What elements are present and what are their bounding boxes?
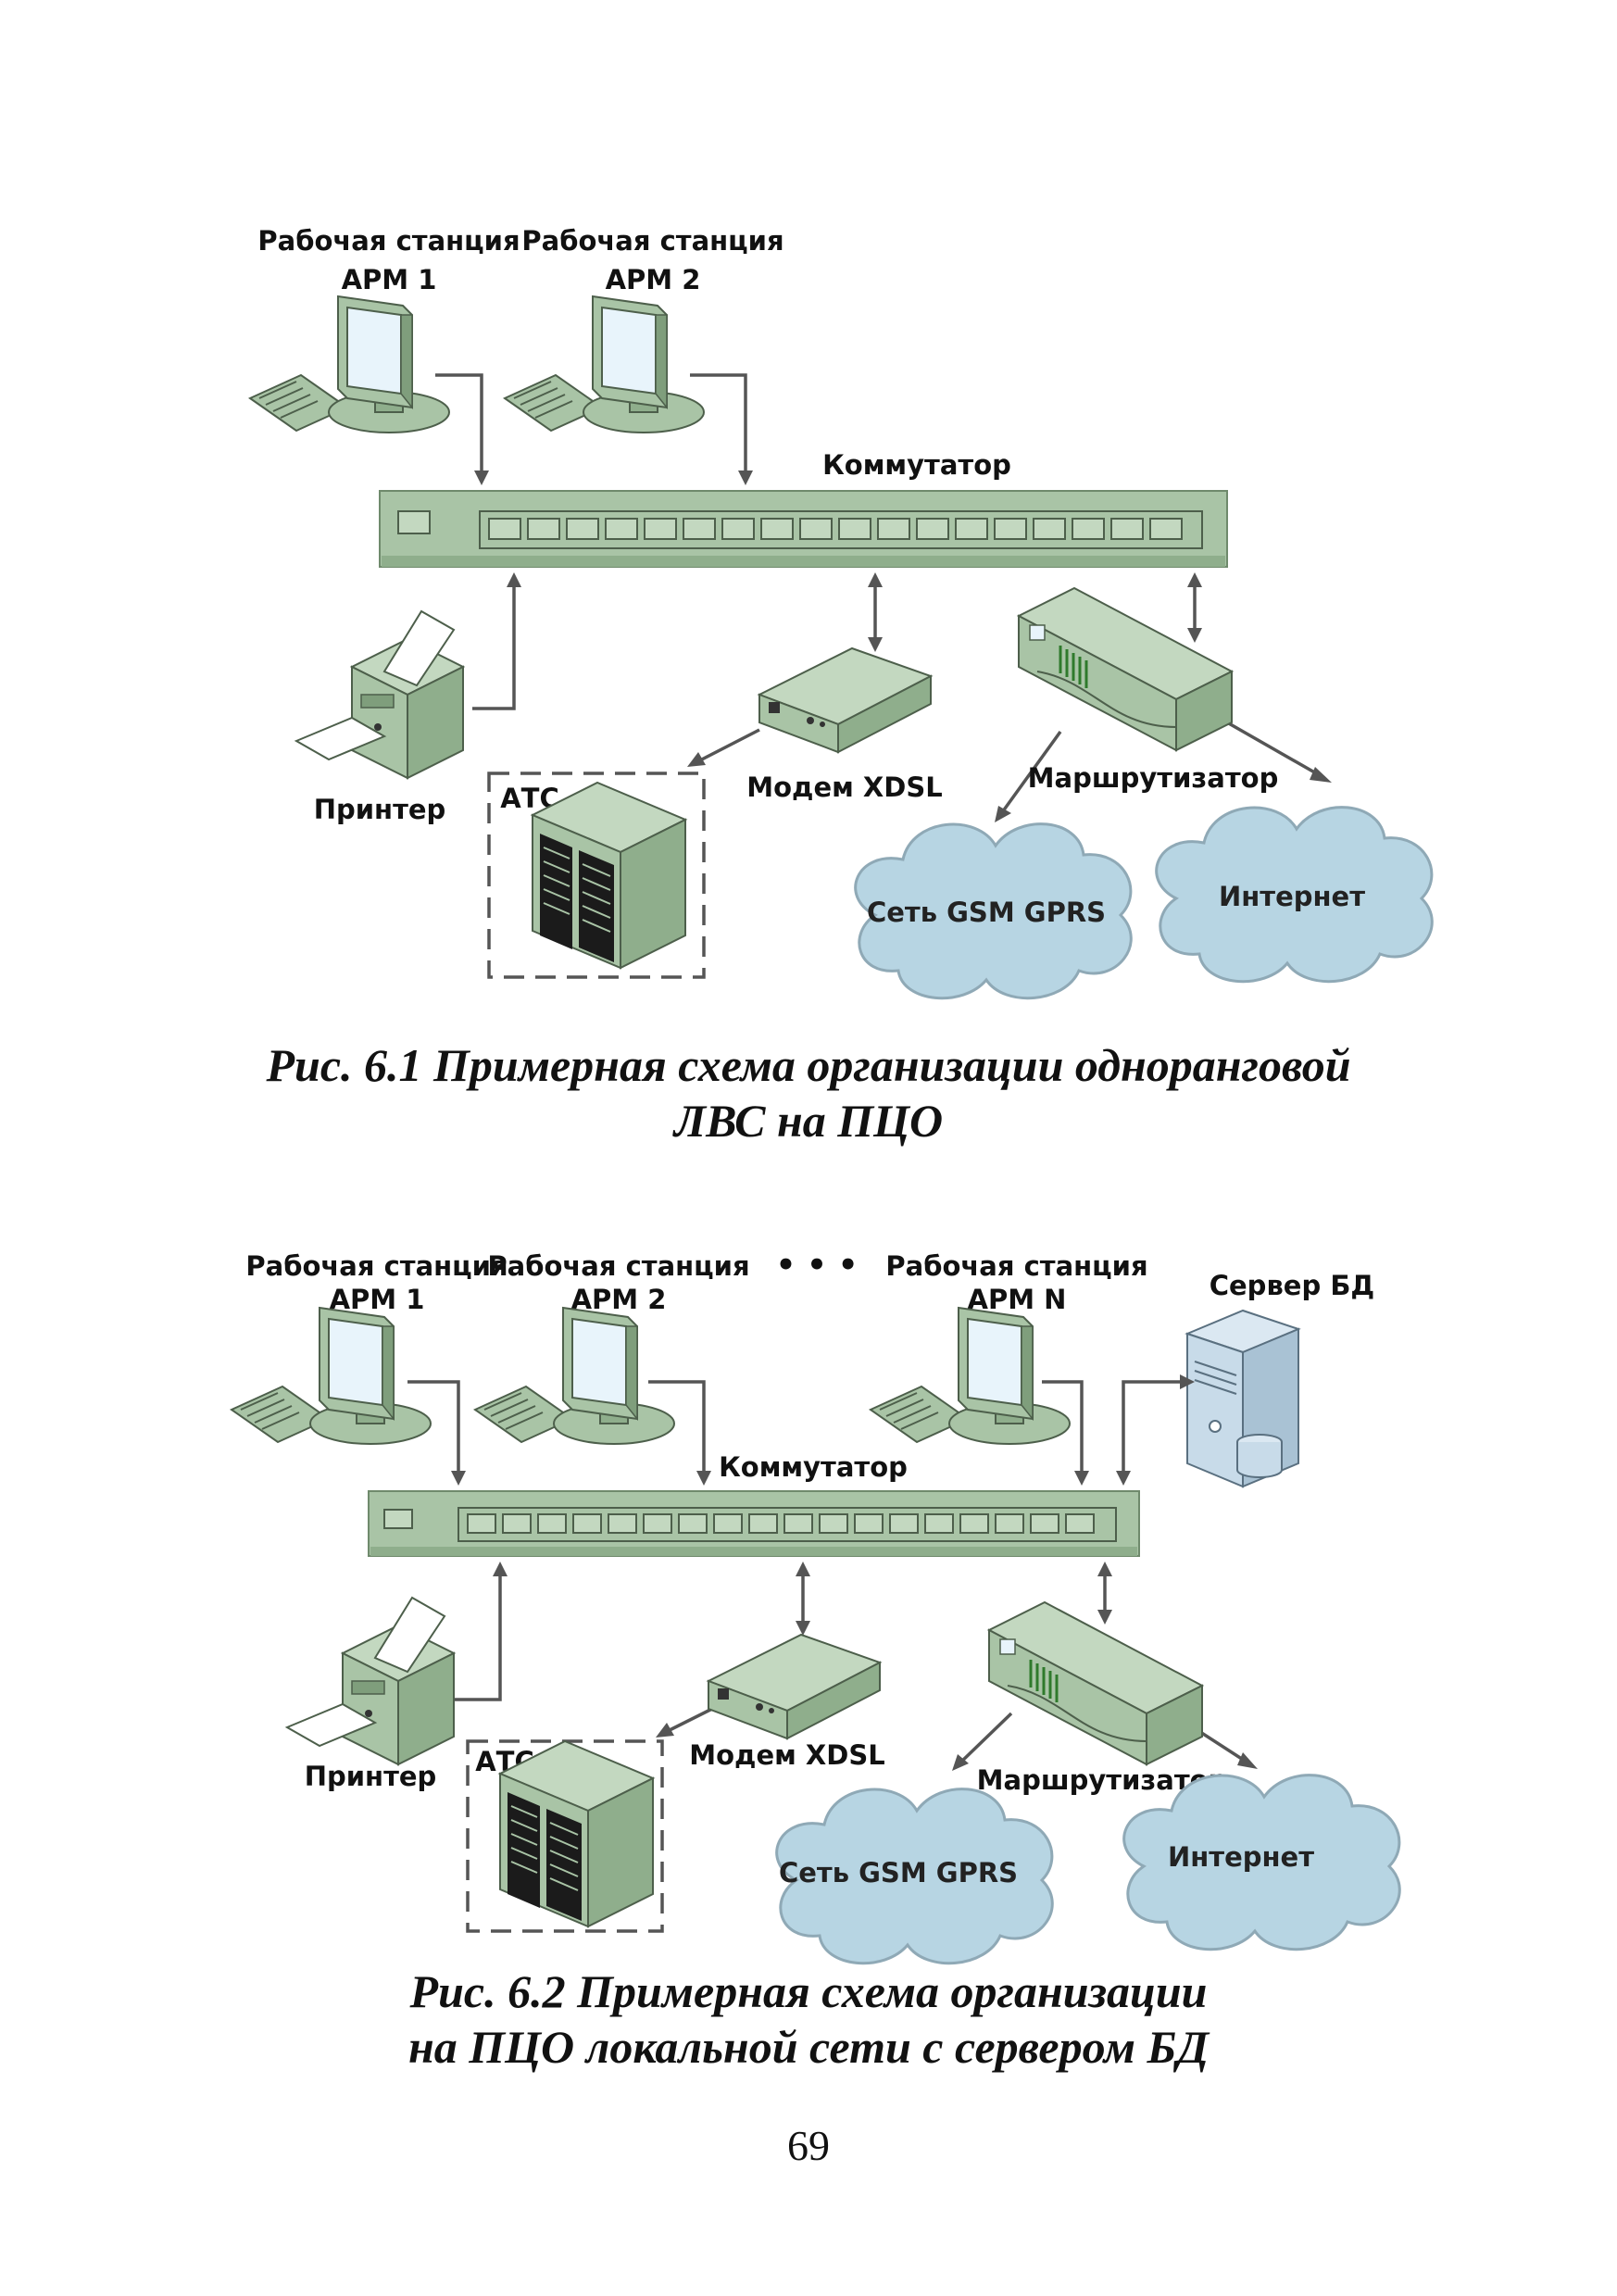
figure-2-caption-line2: на ПЦО локальной сети с сервером БД [408, 2021, 1209, 2073]
connectors-fig1 [435, 373, 1332, 822]
ws2-label-line2: АРМ 2 [571, 1284, 667, 1315]
figure-2: Рабочая станция АРМ 1 Рабочая станция АР… [231, 1247, 1401, 1965]
switch-label: Коммутатор [822, 449, 1011, 481]
router-icon [1017, 586, 1234, 752]
figure-1-caption-line1: Рис. 6.1 Примерная схема организации одн… [266, 1039, 1351, 1091]
workstation-icon [231, 1307, 432, 1445]
pbx-icon [532, 782, 686, 969]
modem-label: Модем XDSL [689, 1739, 884, 1771]
server-icon [1186, 1310, 1299, 1487]
figure-1: Рабочая станция АРМ 1 Рабочая станция АР… [249, 225, 1434, 1000]
pbx-icon [499, 1740, 654, 1927]
gsm-label: Сеть GSM GPRS [867, 897, 1106, 928]
page-number: 69 [787, 2122, 830, 2169]
ws1-label-line2: АРМ 1 [342, 264, 437, 295]
internet-label: Интернет [1168, 1841, 1314, 1873]
ellipsis: • • • [776, 1247, 859, 1284]
ws1-label-line2: АРМ 1 [330, 1284, 425, 1315]
workstation-icon [504, 295, 705, 433]
modem-label: Модем XDSL [746, 772, 942, 803]
switch-icon [379, 490, 1228, 568]
printer-label: Принтер [305, 1761, 437, 1792]
workstation-icon [870, 1307, 1071, 1445]
server-label: Сервер БД [1210, 1270, 1375, 1301]
ws1-label-line1: Рабочая станция [245, 1250, 508, 1282]
modem-icon [708, 1634, 881, 1739]
router-label: Маршрутизатор [1028, 762, 1279, 794]
ws2-label-line2: АРМ 2 [606, 264, 701, 295]
switch-label: Коммутатор [719, 1451, 908, 1483]
gsm-label: Сеть GSM GPRS [779, 1857, 1018, 1888]
ws2-label-line1: Рабочая станция [521, 225, 783, 257]
router-icon [987, 1600, 1204, 1766]
pbx-dashed-frame [487, 772, 706, 979]
figure-1-caption-line2: ЛВС на ПЦО [673, 1095, 944, 1147]
wsn-label-line2: АРМ N [968, 1284, 1067, 1315]
printer-label: Принтер [314, 794, 446, 825]
printer-icon [286, 1597, 455, 1765]
ws1-label-line1: Рабочая станция [257, 225, 520, 257]
ws2-label-line1: Рабочая станция [487, 1250, 749, 1282]
switch-icon [368, 1490, 1140, 1557]
printer-icon [295, 610, 464, 779]
internet-label: Интернет [1219, 881, 1365, 912]
connectors-fig2 [407, 1374, 1258, 1771]
figure-2-caption-line1: Рис. 6.2 Примерная схема организации [409, 1965, 1208, 2017]
workstation-icon [474, 1307, 675, 1445]
modem-icon [758, 647, 932, 753]
wsn-label-line1: Рабочая станция [885, 1250, 1147, 1282]
workstation-icon [249, 295, 450, 433]
